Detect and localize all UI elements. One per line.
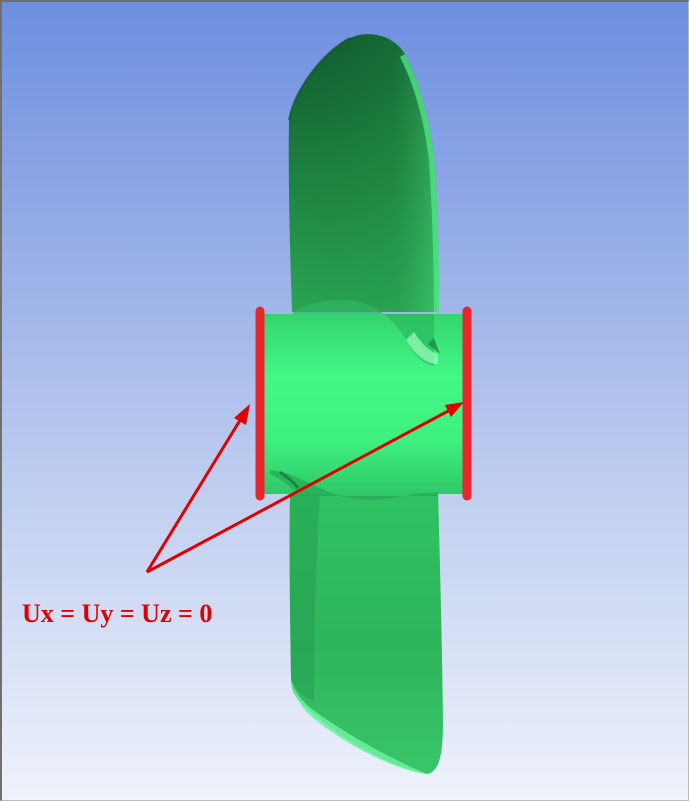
hub-lower-fillet-crease — [279, 470, 300, 489]
upper-blade-edge-highlight — [400, 54, 439, 312]
upper-blade — [288, 34, 439, 313]
hub-body — [260, 314, 468, 494]
arrow-to-right-edge — [146, 407, 453, 574]
arrow-to-left-edge-head — [234, 404, 250, 425]
lower-blade-inner-shading — [289, 492, 320, 702]
hub-upper-fillet-highlight — [406, 332, 438, 364]
hub-lower-fillet-shadow — [270, 470, 438, 500]
upper-blade-side-shading — [288, 34, 439, 313]
hub-right-notch — [428, 338, 440, 354]
annotation-arrows — [145, 402, 464, 574]
propeller-hub — [260, 299, 468, 500]
upper-blade-leading-edge — [288, 37, 351, 121]
arrow-to-left-edge — [145, 416, 244, 573]
lower-blade — [289, 492, 443, 774]
boundary-condition-label: Ux = Uy = Uz = 0 — [22, 599, 213, 628]
hub-upper-fillet-shadow — [292, 299, 434, 366]
arrow-to-right-edge-head — [445, 402, 464, 417]
lower-blade-surface — [289, 492, 443, 774]
